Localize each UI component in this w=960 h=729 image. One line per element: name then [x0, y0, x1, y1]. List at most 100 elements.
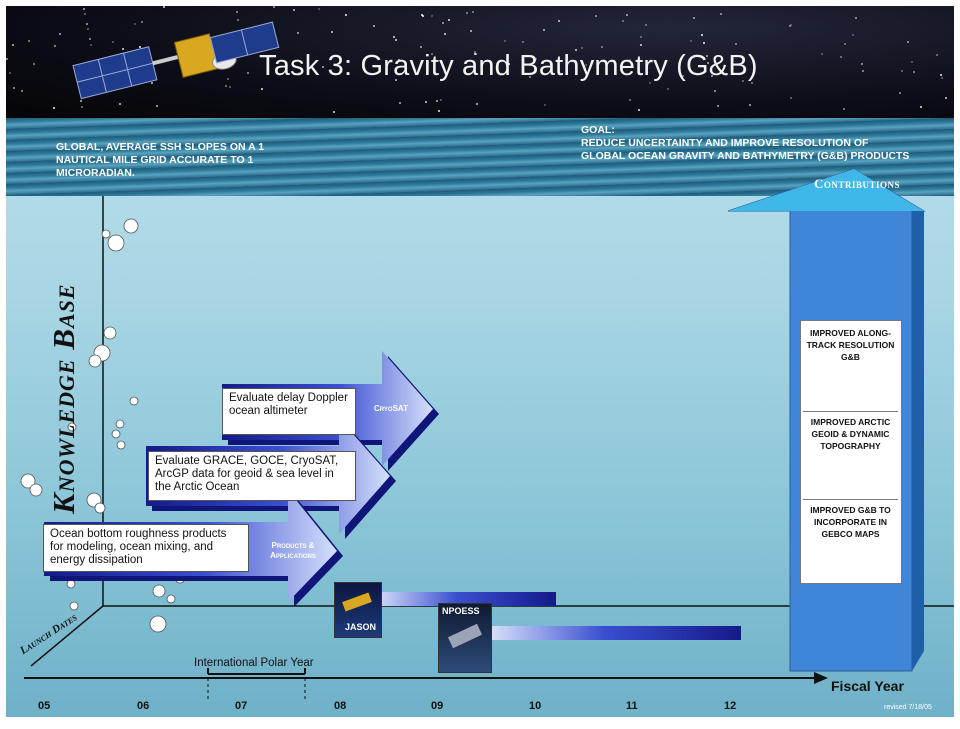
- star: [393, 36, 395, 38]
- star: [913, 71, 915, 73]
- star: [701, 34, 703, 36]
- star: [703, 42, 705, 44]
- star: [855, 17, 857, 19]
- npoess-bar: [491, 626, 741, 640]
- star: [622, 20, 624, 22]
- star: [907, 41, 909, 43]
- star: [626, 14, 628, 16]
- star: [421, 14, 423, 16]
- star: [273, 6, 275, 8]
- star: [122, 48, 124, 50]
- star: [431, 53, 433, 55]
- star: [141, 21, 143, 23]
- star: [504, 40, 506, 42]
- star: [690, 40, 692, 42]
- star: [33, 63, 35, 65]
- puzzle-piece-1: Improved along-track resolution G&B: [803, 327, 898, 399]
- star: [440, 99, 442, 101]
- star: [470, 30, 472, 32]
- revised-date: revised 7/18/05: [884, 704, 932, 711]
- x-tick: 12: [724, 700, 737, 712]
- x-tick: 09: [431, 700, 444, 712]
- x-tick: 06: [137, 700, 150, 712]
- jason-label: JASON: [345, 622, 377, 632]
- star: [297, 32, 299, 34]
- star: [247, 72, 249, 74]
- star: [151, 82, 153, 84]
- star: [472, 11, 474, 13]
- star: [468, 66, 470, 68]
- star: [667, 88, 669, 90]
- star: [163, 6, 165, 8]
- polar-year-label: International Polar Year: [194, 657, 314, 669]
- puzzle-piece-3: Improved G&B to incorporate in GEBCO map…: [803, 499, 898, 582]
- star: [645, 24, 647, 26]
- star: [442, 22, 444, 24]
- star: [139, 46, 141, 48]
- star: [522, 41, 524, 43]
- star: [119, 103, 121, 105]
- star: [707, 62, 709, 64]
- star: [236, 11, 238, 13]
- star: [544, 104, 546, 106]
- star: [134, 23, 136, 25]
- star: [318, 8, 320, 10]
- star: [261, 88, 263, 90]
- star: [398, 59, 400, 61]
- star: [229, 86, 231, 88]
- star: [475, 53, 477, 55]
- star: [945, 97, 947, 99]
- star: [84, 13, 86, 15]
- x-tick: 08: [334, 700, 347, 712]
- star: [640, 36, 642, 38]
- star: [399, 102, 401, 104]
- npoess-satellite-image: [438, 603, 492, 673]
- star: [693, 17, 695, 19]
- ocean-surface-background: [6, 118, 954, 196]
- arrow-label-cryosat: CryoSAT: [374, 404, 408, 413]
- star: [575, 49, 577, 51]
- npoess-label: NPOESS: [442, 606, 480, 616]
- star: [438, 110, 440, 112]
- star: [225, 85, 227, 87]
- star: [112, 41, 114, 43]
- star: [543, 29, 545, 31]
- star: [440, 61, 442, 63]
- star: [156, 105, 158, 107]
- page-title: Task 3: Gravity and Bathymetry (G&B): [259, 50, 758, 82]
- x-tick: 05: [38, 700, 51, 712]
- star: [581, 47, 583, 49]
- star: [751, 82, 753, 84]
- star: [682, 75, 684, 77]
- star: [508, 63, 510, 65]
- left-goal-text: Global, average SSH slopes on a 1 nautic…: [56, 141, 265, 179]
- star: [638, 109, 640, 111]
- star: [436, 100, 438, 102]
- satellite-illustration: [72, 21, 280, 100]
- star: [585, 64, 587, 66]
- jason-satellite-image: [334, 582, 382, 638]
- star: [595, 15, 597, 17]
- star: [345, 14, 347, 16]
- star: [862, 70, 864, 72]
- star: [720, 13, 722, 15]
- star: [86, 23, 88, 25]
- star: [717, 105, 719, 107]
- star: [821, 53, 823, 55]
- star: [936, 54, 938, 56]
- goal-label: Goal:: [581, 124, 615, 136]
- task-box-arctic: Evaluate GRACE, GOCE, CryoSAT, ArcGP dat…: [148, 451, 356, 501]
- star: [840, 56, 842, 58]
- star: [529, 76, 531, 78]
- star: [476, 103, 478, 105]
- task-box-cryosat: Evaluate delay Doppler ocean altimeter: [222, 388, 356, 435]
- star: [535, 58, 537, 60]
- star: [689, 69, 691, 71]
- star: [843, 108, 845, 110]
- star: [901, 70, 903, 72]
- star: [83, 8, 85, 10]
- star: [706, 55, 708, 57]
- star: [735, 43, 737, 45]
- star: [844, 43, 846, 45]
- contributions-label: Contributions: [814, 176, 900, 191]
